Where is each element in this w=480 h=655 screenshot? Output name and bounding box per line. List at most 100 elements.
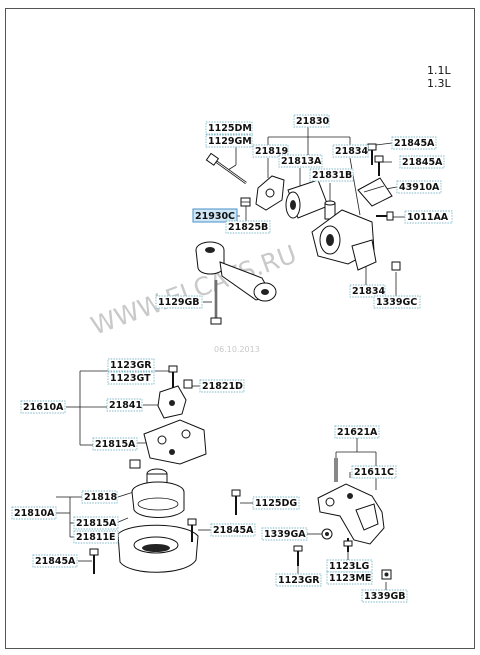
svg-text:1011AA: 1011AA	[407, 212, 449, 223]
label-21834-1: 21834	[332, 144, 369, 158]
bolt-1123GR-right	[293, 545, 303, 566]
svg-text:21815A: 21815A	[76, 518, 117, 529]
svg-text:1129GB: 1129GB	[158, 297, 199, 308]
label-21813A: 21813A	[278, 154, 323, 168]
label-1339GB: 1339GB	[361, 589, 408, 603]
label-1125DM: 1125DM	[205, 121, 253, 135]
label-1123ME: 1123ME	[326, 571, 373, 585]
mount-21830	[311, 209, 377, 271]
label-1123GT: 1123GT	[107, 371, 155, 385]
label-21611C: 21611C	[351, 465, 397, 479]
svg-text:21811E: 21811E	[76, 532, 116, 543]
nut-1339GB	[381, 569, 392, 580]
svg-text:21611C: 21611C	[354, 467, 394, 478]
svg-text:21813A: 21813A	[281, 156, 322, 167]
svg-text:1125DG: 1125DG	[255, 498, 297, 509]
bracket-21815A-lower	[117, 524, 199, 573]
svg-text:1339GC: 1339GC	[376, 297, 417, 308]
svg-text:21621A: 21621A	[337, 427, 378, 438]
svg-text:21930C: 21930C	[195, 211, 235, 222]
svg-text:1123GR: 1123GR	[278, 575, 320, 586]
svg-text:21810A: 21810A	[14, 508, 55, 519]
svg-text:1123LG: 1123LG	[329, 561, 369, 572]
label-1125DG: 1125DG	[252, 496, 300, 510]
label-21610A: 21610A	[20, 400, 66, 414]
bushing-21813A	[285, 179, 329, 219]
label-21845A-2: 21845A	[399, 155, 445, 169]
svg-text:21831B: 21831B	[312, 170, 352, 181]
bolt-1011AA	[376, 211, 394, 221]
svg-text:21834: 21834	[335, 146, 368, 157]
svg-text:1123GR: 1123GR	[110, 360, 152, 371]
bracket-43910A	[357, 177, 393, 207]
svg-text:1123ME: 1123ME	[329, 573, 371, 584]
label-21815A-2: 21815A	[73, 516, 119, 530]
svg-text:1339GB: 1339GB	[364, 591, 405, 602]
svg-text:21815A: 21815A	[95, 439, 136, 450]
svg-text:21845A: 21845A	[35, 556, 76, 567]
label-1123GR-2: 1123GR	[275, 573, 322, 587]
label-21825B: 21825B	[225, 220, 271, 234]
label-21831B: 21831B	[309, 168, 354, 182]
label-1339GC: 1339GC	[373, 295, 421, 309]
label-21815A-1: 21815A	[92, 437, 138, 451]
label-1123LG: 1123LG	[326, 559, 373, 573]
label-21821D: 21821D	[199, 379, 245, 393]
svg-text:1123GT: 1123GT	[110, 373, 151, 384]
svg-text:1339GA: 1339GA	[264, 529, 306, 540]
svg-text:43910A: 43910A	[399, 182, 440, 193]
label-21834-2: 21834	[349, 284, 386, 298]
label-1123GR-1: 1123GR	[107, 358, 155, 372]
bolt-1123LG	[343, 538, 353, 552]
label-21810A: 21810A	[11, 506, 57, 520]
svg-text:21834: 21834	[352, 286, 385, 297]
variant-line-2: 1.3L	[427, 77, 451, 90]
svg-text:21830: 21830	[296, 116, 329, 127]
label-21811E: 21811E	[73, 530, 119, 544]
svg-text:21845A: 21845A	[402, 157, 443, 168]
bolt-21845A-top-2	[374, 155, 384, 176]
label-1011AA: 1011AA	[404, 210, 453, 224]
svg-text:1129GM: 1129GM	[208, 136, 252, 147]
label-1129GB: 1129GB	[155, 295, 203, 309]
svg-text:21818: 21818	[84, 492, 117, 503]
watermark-date: 06.10.2013	[214, 345, 260, 354]
label-21845A-1: 21845A	[391, 136, 437, 150]
label-21930C: 21930C	[192, 208, 238, 223]
svg-text:21819: 21819	[255, 146, 288, 157]
svg-text:21825B: 21825B	[228, 222, 268, 233]
label-1339GA: 1339GA	[261, 527, 308, 541]
label-21845A-4: 21845A	[32, 554, 78, 568]
bolt-1129GB	[210, 280, 222, 325]
label-21818: 21818	[81, 490, 118, 504]
nut-21821D	[183, 379, 193, 389]
label-1129GM: 1129GM	[205, 134, 253, 148]
label-21841: 21841	[106, 398, 143, 412]
label-21845A-3: 21845A	[210, 523, 256, 537]
bracket-21841	[157, 385, 187, 419]
bracket-21621A	[317, 483, 385, 545]
bracket-21815A-left	[143, 419, 207, 465]
bolt-1125DM	[205, 152, 247, 184]
torque-rod-21930C	[195, 241, 277, 302]
bolt-1125DG	[231, 489, 241, 515]
label-21830: 21830	[293, 114, 330, 128]
insulator-21810A	[129, 459, 185, 518]
svg-text:21845A: 21845A	[394, 138, 435, 149]
svg-text:1125DM: 1125DM	[208, 123, 252, 134]
svg-text:21845A: 21845A	[213, 525, 254, 536]
label-21819: 21819	[252, 144, 289, 158]
bracket-21819	[255, 175, 285, 211]
svg-text:21841: 21841	[109, 400, 142, 411]
bolt-21845A-low	[89, 548, 99, 574]
bolt-21845A-mid	[187, 518, 197, 542]
nut-1339GC	[391, 261, 401, 271]
svg-text:21821D: 21821D	[202, 381, 243, 392]
nut-21825B	[240, 197, 251, 207]
svg-text:21610A: 21610A	[23, 402, 64, 413]
label-43910A: 43910A	[396, 180, 442, 194]
variant-line-1: 1.1L	[427, 64, 451, 77]
nut-1339GA	[321, 528, 333, 540]
label-21621A: 21621A	[334, 425, 380, 439]
